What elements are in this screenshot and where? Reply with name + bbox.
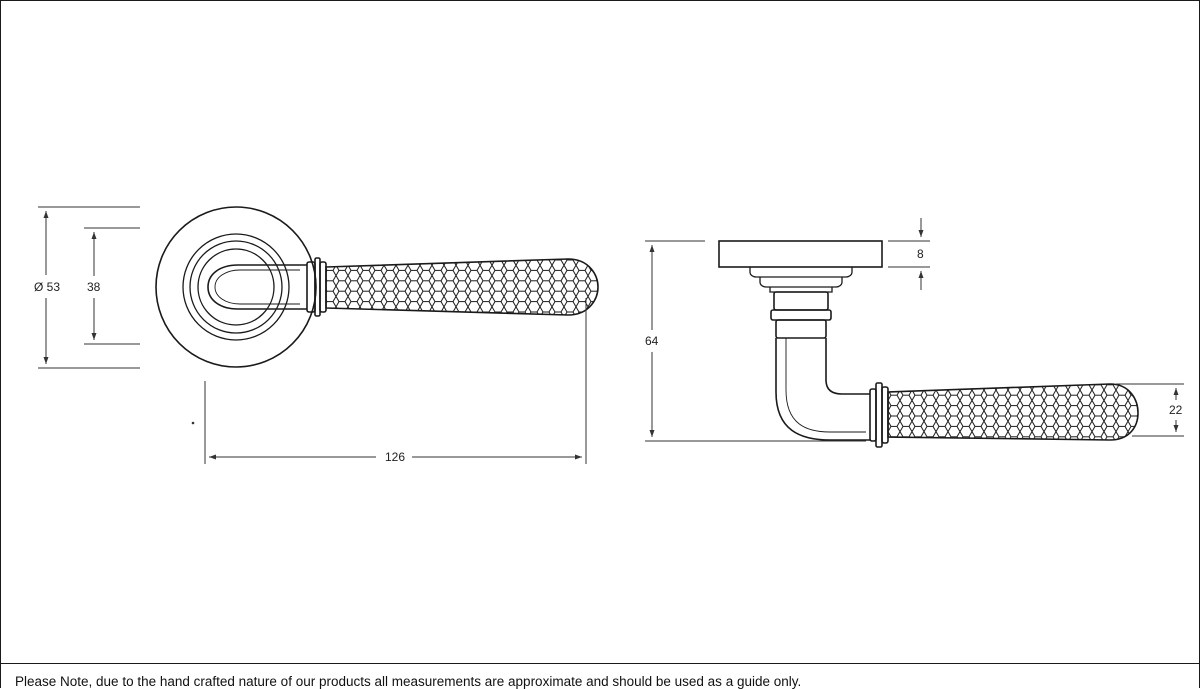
front-dimensions xyxy=(38,206,587,464)
lever-height-label: 22 xyxy=(1169,403,1183,417)
side-view xyxy=(718,240,1139,448)
rose-inner-circle xyxy=(182,233,290,341)
side-collar-ring xyxy=(875,382,883,448)
side-lever-grip xyxy=(887,383,1139,441)
side-dimensions xyxy=(645,218,1184,442)
elbow-inner-line xyxy=(785,338,866,433)
lever-neck xyxy=(207,264,307,310)
rose-boss-ring xyxy=(189,240,283,334)
lever-elbow xyxy=(775,338,870,441)
overall-length-label: 126 xyxy=(385,450,405,464)
spindle-boss xyxy=(773,291,829,311)
lever-grip xyxy=(325,258,599,316)
front-view xyxy=(155,206,599,368)
neck-inner-line xyxy=(214,269,300,305)
footer-note-bar: Please Note, due to the hand crafted nat… xyxy=(1,663,1199,689)
boss-diameter-label: 38 xyxy=(87,280,101,294)
projection-label: 64 xyxy=(645,334,659,348)
collar-ring-2 xyxy=(319,261,327,313)
rose-step-1 xyxy=(749,267,853,278)
rose-step-2 xyxy=(759,277,843,288)
spindle-ring xyxy=(770,309,832,321)
footer-note: Please Note, due to the hand crafted nat… xyxy=(15,674,802,689)
side-collar xyxy=(869,388,877,442)
technical-drawing: Ø 53 38 126 xyxy=(34,206,1184,464)
rose-diameter-label: Ø 53 xyxy=(34,280,60,294)
spindle-neck xyxy=(775,319,827,339)
rose-thickness-label: 8 xyxy=(917,247,924,261)
side-collar-end xyxy=(881,386,889,444)
rose-plate xyxy=(718,240,883,268)
rose-outer-circle xyxy=(155,206,317,368)
rose-boss-inner xyxy=(197,248,275,326)
